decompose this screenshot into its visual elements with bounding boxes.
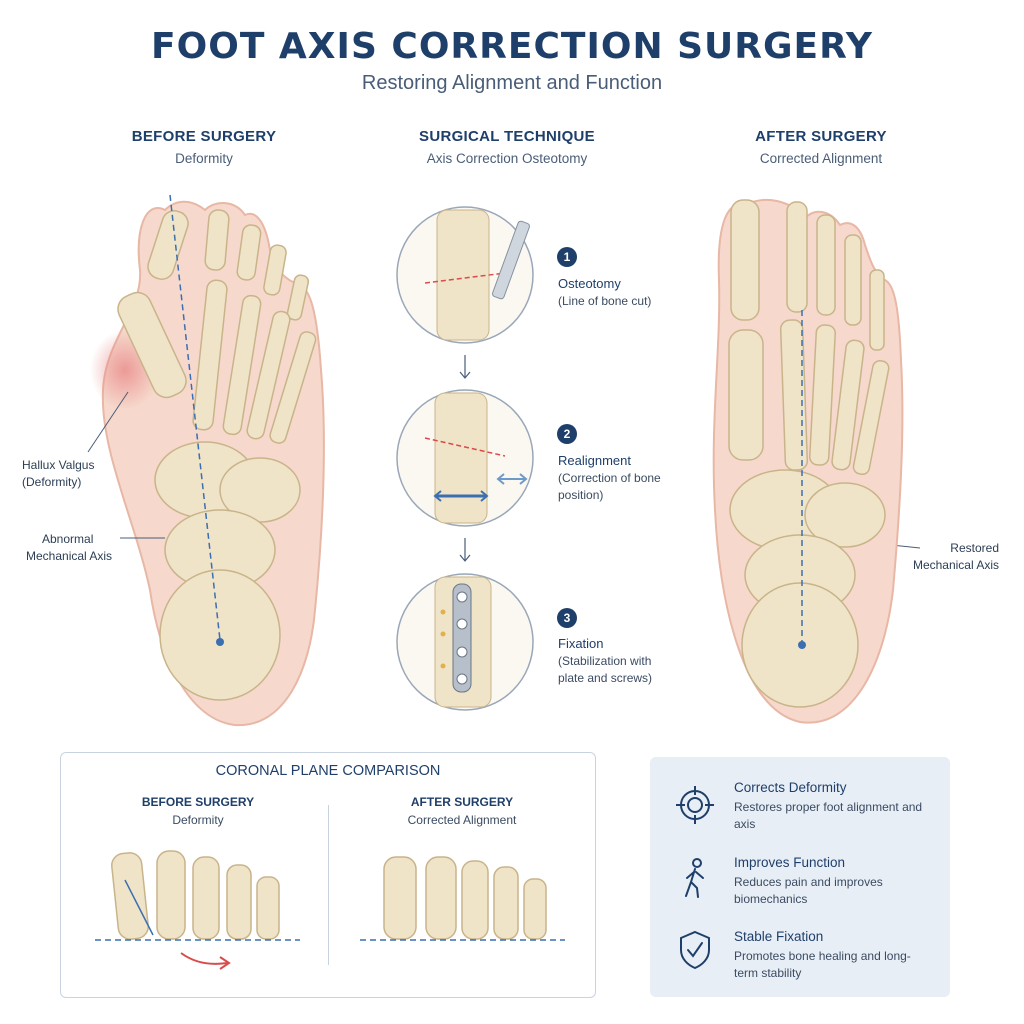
restored-axis-callout: Restored Mechanical Axis	[909, 540, 999, 574]
coronal-after-bones	[360, 856, 565, 941]
shield-check-icon	[680, 930, 710, 970]
coronal-before-bones	[95, 850, 300, 970]
realignment-arrow-icon	[496, 473, 528, 485]
step-3-desc: (Stabilization with plate and screws)	[558, 654, 653, 685]
step-3-title: Fixation	[558, 636, 604, 651]
page-subtitle: Restoring Alignment and Function	[361, 72, 663, 94]
coronal-before-heading: BEFORE SURGERY	[141, 795, 255, 809]
hallux-valgus-callout: Hallux Valgus (Deformity)	[22, 457, 94, 491]
technique-subheading: Axis Correction Osteotomy	[426, 151, 588, 166]
step-arrow-down-icon	[459, 355, 471, 379]
technique-heading-label: SURGICAL TECHNIQUE	[419, 128, 595, 145]
abnormal-callout-line2: Mechanical Axis	[26, 549, 113, 563]
step-1-badge: 1	[557, 247, 577, 267]
benefit-2-title: Improves Function	[734, 855, 846, 870]
step-arrow-down-icon	[459, 538, 471, 562]
benefit-1-title: Corrects Deformity	[734, 780, 847, 795]
abnormal-callout-line1: Abnormal	[42, 532, 94, 546]
realignment-illustration	[396, 389, 534, 527]
coronal-title: CORONAL PLANE COMPARISON	[215, 763, 441, 779]
coronal-divider	[328, 805, 329, 965]
osteotomy-illustration	[396, 206, 534, 344]
before-subheading: Deformity	[175, 151, 233, 166]
step-3-badge: 3	[557, 608, 577, 628]
coronal-after-sub: Corrected Alignment	[407, 813, 517, 827]
walking-person-icon	[685, 858, 704, 898]
step-1-desc: (Line of bone cut)	[558, 294, 652, 308]
step-2-title: Realignment	[558, 453, 631, 468]
technique-heading: SURGICAL TECHNIQUE Axis Correction Osteo…	[387, 128, 627, 166]
abnormal-axis-callout: Abnormal Mechanical Axis	[26, 531, 112, 565]
before-foot-illustration	[90, 194, 325, 727]
benefit-3-desc: Promotes bone healing and long-term stab…	[734, 949, 911, 980]
benefit-3-title: Stable Fixation	[734, 929, 824, 944]
benefit-2-desc: Reduces pain and improves biomechanics	[734, 875, 883, 906]
step-1-title: Osteotomy	[558, 276, 621, 291]
step-2-desc: (Correction of bone position)	[558, 471, 661, 502]
page-title: FOOT AXIS CORRECTION SURGERY	[151, 26, 873, 67]
fixation-illustration	[396, 573, 534, 711]
hallux-callout-line1: Hallux Valgus	[22, 458, 95, 472]
before-heading-label: BEFORE SURGERY	[131, 128, 277, 145]
after-heading-label: AFTER SURGERY	[755, 128, 887, 145]
restored-callout-line2: Mechanical Axis	[912, 558, 999, 572]
step-2-badge: 2	[557, 424, 577, 444]
hallux-callout-line2: (Deformity)	[22, 475, 82, 489]
target-icon	[676, 786, 714, 824]
coronal-before-sub: Deformity	[172, 813, 224, 827]
benefit-1-desc: Restores proper foot alignment and axis	[734, 800, 923, 831]
after-subheading: Corrected Alignment	[759, 151, 883, 166]
after-foot-illustration	[712, 198, 904, 724]
after-heading: AFTER SURGERY Corrected Alignment	[701, 128, 941, 166]
restored-callout-line1: Restored	[950, 541, 999, 555]
benefits-panel	[650, 757, 950, 997]
before-heading: BEFORE SURGERY Deformity	[84, 128, 324, 166]
coronal-after-heading: AFTER SURGERY	[410, 795, 514, 809]
